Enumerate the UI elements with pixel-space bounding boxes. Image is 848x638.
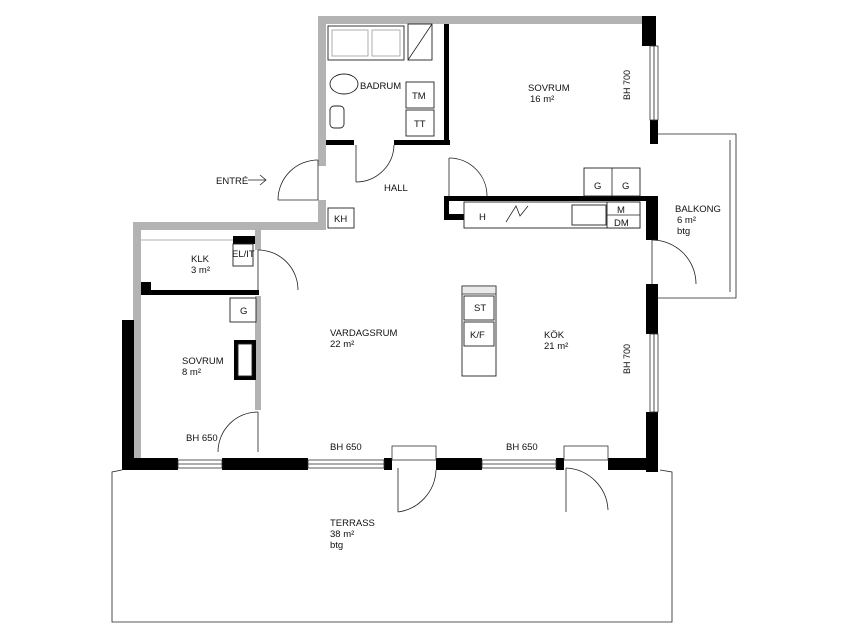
room-terrass-name: TERRASS bbox=[330, 518, 375, 529]
room-terrass-note: btg bbox=[330, 540, 343, 551]
storage-fixtures bbox=[141, 207, 355, 380]
room-vardagsrum-name: VARDAGSRUM bbox=[330, 328, 397, 339]
room-balkong-name: BALKONG bbox=[675, 204, 721, 215]
room-sovrum-large-name: SOVRUM bbox=[528, 83, 570, 94]
windows bbox=[177, 45, 659, 469]
window-bh650-mid-label: BH 650 bbox=[330, 442, 362, 453]
fixture-kf-label: K/F bbox=[470, 330, 485, 341]
window-bh650-right-label: BH 650 bbox=[506, 442, 538, 453]
fixture-st-label: ST bbox=[474, 303, 486, 314]
balcony bbox=[657, 133, 737, 299]
room-sovrum-small-area: 8 m² bbox=[182, 367, 201, 378]
kitchen-fixtures bbox=[461, 167, 641, 377]
fixture-h-label: H bbox=[479, 212, 486, 223]
room-klk-name: KLK bbox=[191, 254, 210, 265]
entrance-arrow bbox=[248, 174, 267, 186]
bathroom-fixtures bbox=[327, 23, 435, 137]
entrance-label: ENTRÉ bbox=[216, 176, 248, 187]
terrace bbox=[111, 469, 673, 623]
room-balkong-area: 6 m² bbox=[677, 215, 696, 226]
room-hall-name: HALL bbox=[384, 183, 408, 194]
fixture-tm-label: TM bbox=[412, 91, 426, 102]
window-bh700-top-label: BH 700 bbox=[622, 70, 632, 100]
window-bh700-right-label: BH 700 bbox=[622, 344, 632, 374]
room-sovrum-large-area: 16 m² bbox=[530, 94, 554, 105]
bearing-walls bbox=[122, 16, 658, 472]
fixture-m-label: M bbox=[617, 205, 625, 216]
room-kok-name: KÖK bbox=[544, 330, 565, 341]
window-bh650-left-label: BH 650 bbox=[186, 433, 218, 444]
doors bbox=[217, 144, 697, 513]
fixture-g2-label: G bbox=[622, 181, 629, 192]
room-klk-area: 3 m² bbox=[191, 265, 210, 276]
labels: BADRUM TM TT SOVRUM 16 m² HALL ENTRÉ KH … bbox=[182, 70, 721, 551]
fixture-g-klk-label: G bbox=[240, 306, 247, 317]
room-kok-area: 21 m² bbox=[544, 341, 568, 352]
fixture-kh-label: KH bbox=[334, 214, 347, 225]
room-terrass-area: 38 m² bbox=[330, 529, 354, 540]
room-vardagsrum-area: 22 m² bbox=[330, 339, 354, 350]
room-badrum-name: BADRUM bbox=[360, 81, 401, 92]
fixture-el-it-label: EL/IT bbox=[232, 249, 255, 260]
room-sovrum-small-name: SOVRUM bbox=[182, 356, 224, 367]
room-balkong-note: btg bbox=[677, 226, 690, 237]
fixture-g1-label: G bbox=[594, 181, 601, 192]
fixture-dm-label: DM bbox=[614, 218, 629, 229]
partition-walls bbox=[133, 16, 654, 458]
fixture-tt-label: TT bbox=[414, 119, 426, 130]
